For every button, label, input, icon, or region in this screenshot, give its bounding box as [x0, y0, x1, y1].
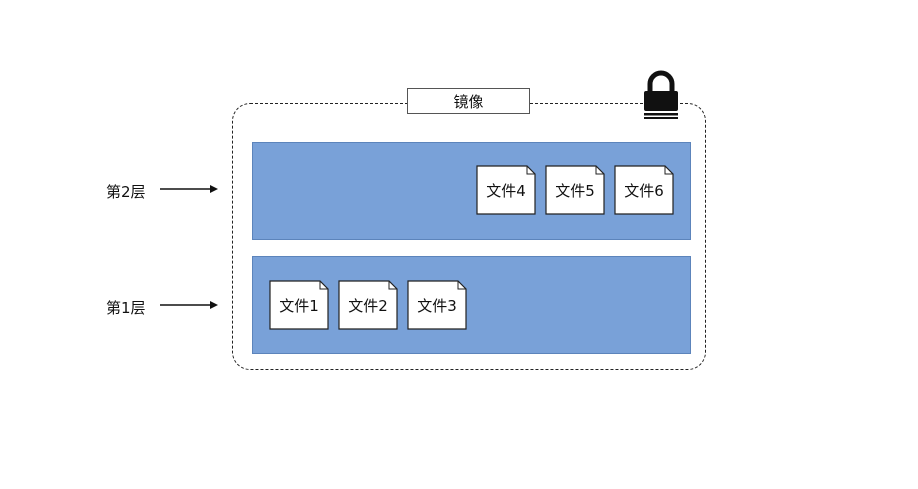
file-icon — [476, 165, 536, 215]
file-icon — [407, 280, 467, 330]
file-label: 文件5 — [555, 181, 595, 200]
file-card: 文件4 — [476, 165, 536, 215]
layer-1 — [252, 256, 691, 354]
file-card: 文件3 — [407, 280, 467, 330]
file-card: 文件1 — [269, 280, 329, 330]
file-icon — [338, 280, 398, 330]
image-title: 镜像 — [407, 88, 530, 114]
arrow-icon — [160, 301, 218, 309]
file-card: 文件2 — [338, 280, 398, 330]
file-label: 文件6 — [624, 181, 664, 200]
lock-icon — [644, 70, 678, 119]
file-icon — [545, 165, 605, 215]
file-icon — [269, 280, 329, 330]
layer-label-2: 第2层 — [106, 183, 146, 201]
file-icon — [614, 165, 674, 215]
arrow-icon — [160, 185, 218, 193]
file-label: 文件1 — [279, 296, 319, 315]
layer-label-1: 第1层 — [106, 299, 146, 317]
file-card: 文件6 — [614, 165, 674, 215]
file-label: 文件3 — [417, 296, 457, 315]
file-label: 文件4 — [486, 181, 526, 200]
file-label: 文件2 — [348, 296, 388, 315]
file-card: 文件5 — [545, 165, 605, 215]
